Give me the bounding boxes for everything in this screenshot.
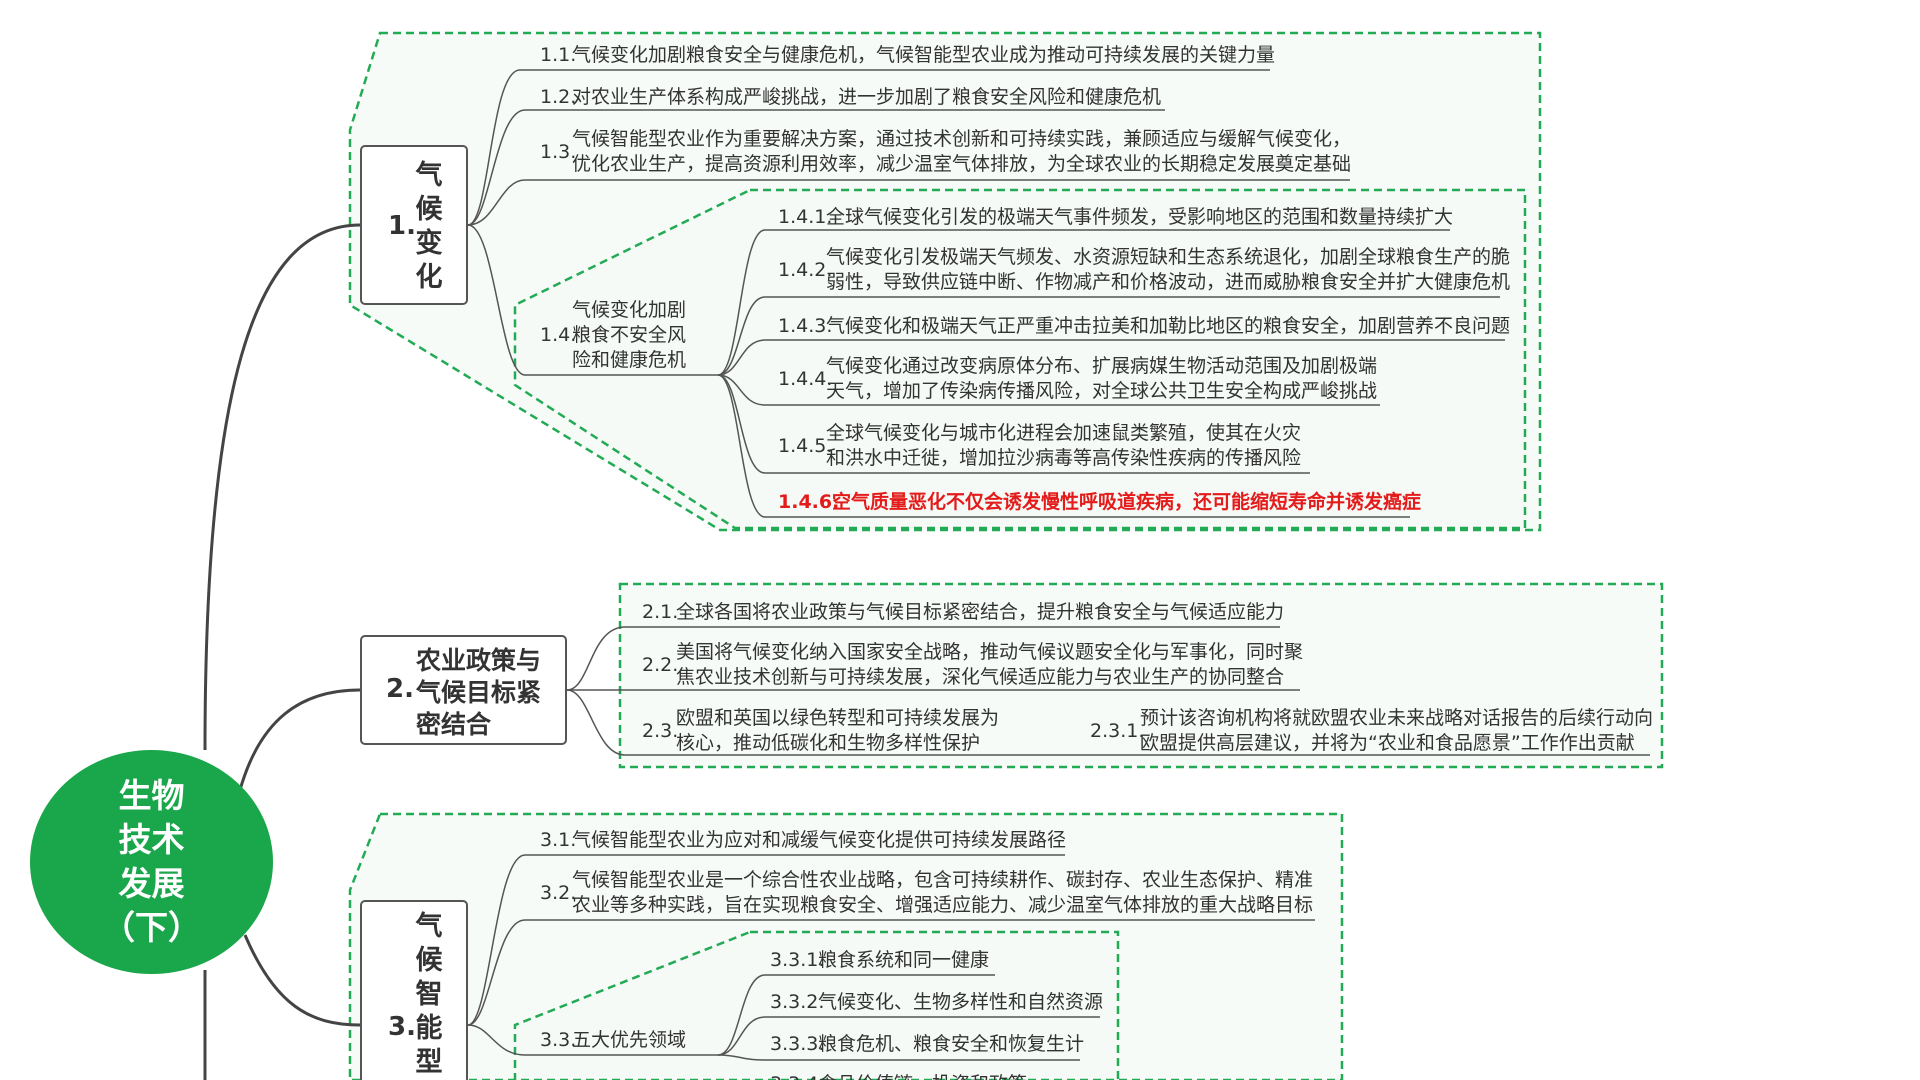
root-line-3: 发展 [118, 864, 185, 903]
link-i4-s4 [717, 374, 1380, 406]
link-b1-i2 [467, 109, 1165, 226]
branch-3-label: 气 候 智 能 型 农 [415, 911, 443, 1078]
link-b3-i2 [467, 919, 1315, 1026]
root-line-2: 技术 [118, 820, 185, 859]
root-line-4: （下） [102, 908, 201, 947]
link-root-b3 [243, 934, 361, 1027]
link-root-b1 [203, 223, 361, 751]
link-root-b2 [238, 688, 361, 791]
link-i3-s1 [717, 974, 995, 1056]
branch-2-label: 农业政策与 气候目标紧 密结合 [416, 646, 542, 739]
link-i4-s6 [717, 374, 1410, 518]
link-i3-s3 [717, 1054, 1080, 1061]
root-line-1: 生物 [118, 776, 185, 815]
branch-1-node[interactable]: 1. 气 候 变 化 [360, 145, 468, 305]
link-b1-i1 [467, 69, 1270, 226]
link-b3-i3 [467, 1024, 718, 1056]
region-3-3-border [513, 930, 1120, 1080]
branch-3-node[interactable]: 3. 气 候 智 能 型 农 [360, 900, 468, 1080]
region-1-4-border [513, 188, 1527, 530]
branch-3-number: 3. [388, 1012, 416, 1042]
link-b1-i3 [467, 179, 1350, 226]
branch-1-number: 1. [388, 211, 416, 241]
branch-2-node[interactable]: 2. 农业政策与 气候目标紧 密结合 [360, 635, 567, 745]
link-i4-s2 [717, 296, 1500, 376]
root-node[interactable]: 生物 技术 发展 （下） [30, 750, 273, 974]
link-b2-i3 [566, 689, 1005, 756]
branch-1-label: 气 候 变 化 [415, 160, 443, 293]
link-b1-i4 [467, 224, 718, 376]
link-i4-s1 [717, 229, 1450, 376]
branch-2-number: 2. [386, 674, 414, 704]
region-2-border [618, 582, 1664, 769]
link-i4-s3 [717, 339, 1505, 376]
link-b2-i1 [566, 626, 1280, 691]
link-i3-s2 [717, 1016, 1100, 1056]
link-b3-i1 [467, 854, 1065, 1026]
link-i4-s5 [717, 374, 1310, 474]
